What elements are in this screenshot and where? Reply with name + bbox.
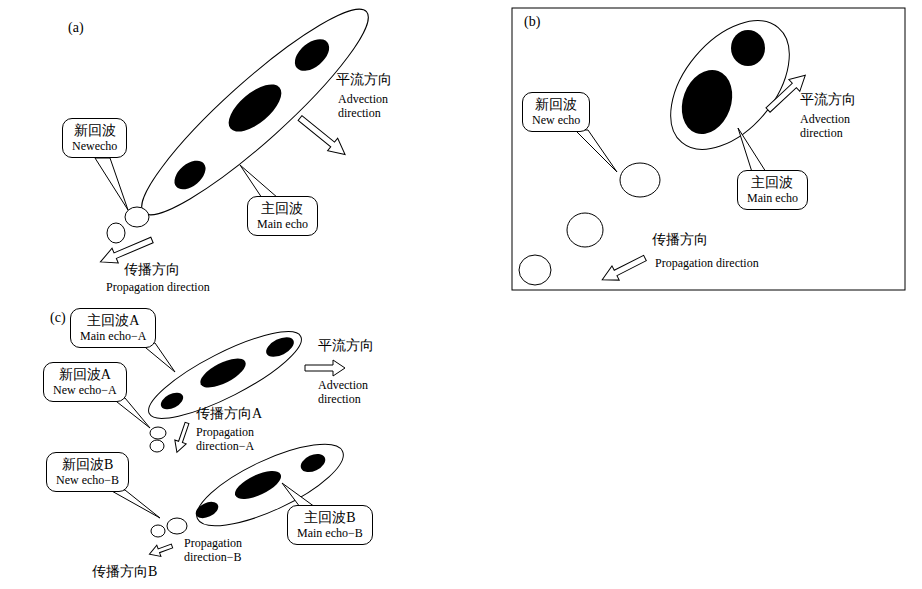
propagation-arrow xyxy=(171,421,192,454)
echo-core xyxy=(289,33,335,77)
panel-label: (a) xyxy=(68,20,84,37)
new-echo xyxy=(519,255,551,285)
arrow-label: Advection direction xyxy=(338,92,404,121)
callout-tail xyxy=(282,483,315,507)
arrow-label: 传播方向 xyxy=(124,262,180,279)
callout-box: 主回波Main echo xyxy=(737,170,808,210)
callout-box: 新回波New echo xyxy=(522,92,590,132)
arrow-label: Advection direction xyxy=(800,112,866,141)
callout-tail xyxy=(240,165,278,198)
new-echo xyxy=(167,518,187,534)
new-echo xyxy=(150,427,166,439)
callout-text: 主回波 xyxy=(747,174,798,191)
callout-text: New echo−B xyxy=(56,473,119,488)
echo-core xyxy=(193,499,221,522)
callout-box: 主回波BMain echo−B xyxy=(287,505,373,545)
callout-text: 主回波A xyxy=(80,312,146,329)
callout-box: 新回波Newecho xyxy=(62,118,127,158)
echo-core xyxy=(196,353,250,394)
echo-core xyxy=(158,389,186,412)
arrow-label: Propagation direction−A xyxy=(196,425,288,454)
callout-box: 新回波ANew echo−A xyxy=(43,362,127,402)
callout-text: 主回波B xyxy=(297,509,363,526)
callout-tail xyxy=(112,398,150,428)
echo-outline xyxy=(647,0,812,171)
arrow-label: 平流方向 xyxy=(800,92,856,109)
callout-text: New echo xyxy=(532,113,580,128)
callout-text: Main echo−B xyxy=(297,526,363,541)
arrow-label: Propagation direction xyxy=(655,256,759,270)
new-echo xyxy=(567,213,603,247)
new-echo xyxy=(107,223,125,243)
callout-tail xyxy=(110,490,160,518)
callout-text: 新回波B xyxy=(56,456,119,473)
echo-core xyxy=(673,63,741,141)
new-echo xyxy=(620,163,660,197)
callout-text: Main echo−A xyxy=(80,329,146,344)
arrow-label: 传播方向A xyxy=(196,406,262,423)
echo-core xyxy=(231,465,285,504)
callout-text: 主回波 xyxy=(257,200,308,217)
arrow-label: 传播方向B xyxy=(92,564,157,581)
callout-text: 新回波 xyxy=(72,122,117,139)
callout-text: New echo−A xyxy=(53,383,117,398)
callout-text: 新回波A xyxy=(53,366,117,383)
echo-core xyxy=(263,333,297,361)
callout-tail xyxy=(575,130,617,172)
arrow-label: Propagation direction xyxy=(106,280,210,294)
propagation-arrow xyxy=(147,540,174,559)
propagation-arrow xyxy=(599,251,649,287)
callout-text: 新回波 xyxy=(532,96,580,113)
new-echo xyxy=(150,440,164,452)
callout-box: 新回波BNew echo−B xyxy=(46,452,129,492)
echo-core xyxy=(169,155,211,195)
arrow-label: Propagation direction−B xyxy=(184,536,276,565)
echo-core xyxy=(221,76,289,140)
panel-label: (b) xyxy=(524,14,540,31)
arrow-label: 平流方向 xyxy=(318,338,374,355)
panel-label: (c) xyxy=(50,310,66,327)
advection-arrow xyxy=(305,360,345,376)
callout-tail xyxy=(738,128,766,172)
echo-outline xyxy=(139,317,310,433)
callout-text: Newecho xyxy=(72,139,117,154)
new-echo xyxy=(151,525,165,537)
callout-text: Main echo xyxy=(747,191,798,206)
callout-box: 主回波Main echo xyxy=(247,196,318,236)
arrow-label: 传播方向 xyxy=(652,232,708,249)
callout-box: 主回波AMain echo−A xyxy=(70,308,156,348)
arrow-label: Advection direction xyxy=(318,378,384,407)
callout-tail xyxy=(95,158,128,210)
callout-text: Main echo xyxy=(257,217,308,232)
new-echo xyxy=(125,207,149,227)
arrow-label: 平流方向 xyxy=(336,72,392,89)
echo-core xyxy=(298,450,328,475)
echo-core xyxy=(731,30,765,66)
